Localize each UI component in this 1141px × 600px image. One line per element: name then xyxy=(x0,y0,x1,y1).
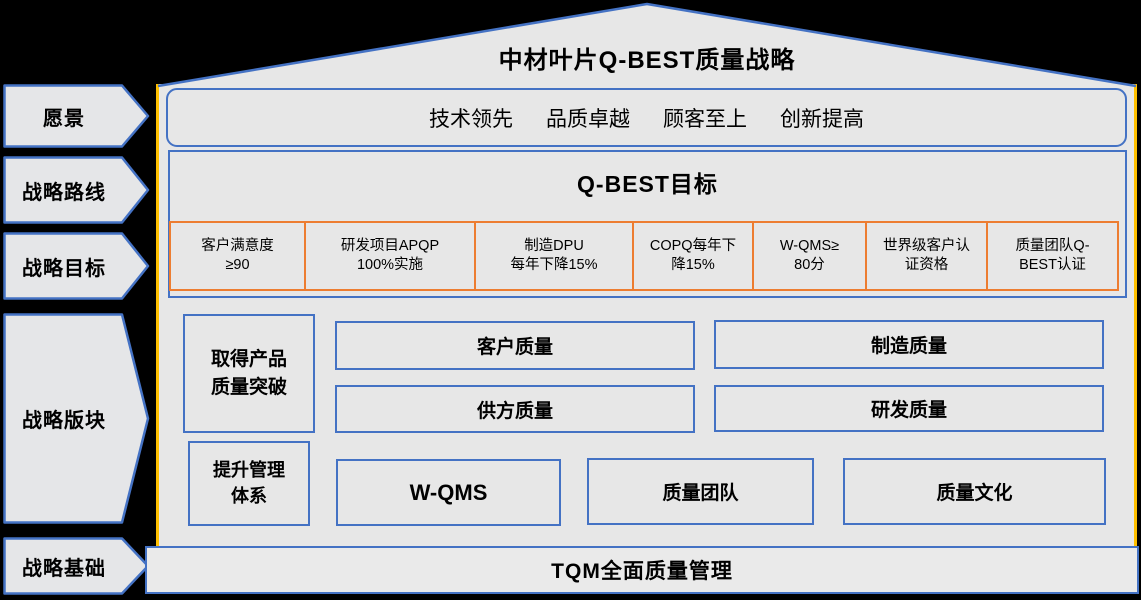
block-label: W-QMS xyxy=(409,479,488,505)
page-title: 中材叶片Q-BEST质量战略 xyxy=(498,47,796,74)
sidebar-item-label: 战略基础 xyxy=(22,557,106,580)
chevron-arrow-icon xyxy=(3,84,150,148)
goal-cell-customer-satisfaction: 客户满意度 ≥90 xyxy=(169,221,306,291)
goal-line: 质量团队Q- xyxy=(1015,238,1090,255)
tqm-foundation-bar: TQM全面质量管理 xyxy=(145,546,1139,594)
block-quality-team: 质量团队 xyxy=(587,458,814,525)
goal-cell-copq: COPQ每年下 降15% xyxy=(632,221,754,291)
goal-line: 降15% xyxy=(671,257,715,273)
block-customer-quality: 客户质量 xyxy=(335,321,695,370)
goal-cell-apqp: 研发项目APQP 100%实施 xyxy=(304,221,476,291)
goal-line: 100%实施 xyxy=(356,257,424,273)
vision-phrase: 顾客至上 xyxy=(663,107,747,131)
block-label: 供方质量 xyxy=(476,400,553,422)
goal-line: 研发项目APQP xyxy=(340,238,440,255)
block-wqms: W-QMS xyxy=(336,459,561,526)
goal-cell-team-cert: 质量团队Q- BEST认证 xyxy=(986,221,1119,291)
block-label: 质量文化 xyxy=(936,483,1013,504)
block-label: 客户质量 xyxy=(476,337,553,358)
vision-phrase: 创新提高 xyxy=(780,107,864,131)
goal-cell-world-class-cert: 世界级客户认 证资格 xyxy=(865,221,988,291)
block-label-line: 质量突破 xyxy=(210,376,287,398)
sidebar-item-strategic-foundation: 战略基础 xyxy=(3,537,150,595)
goal-cell-wqms-score: W-QMS≥ 80分 xyxy=(752,221,867,291)
goal-line: COPQ每年下 xyxy=(649,238,737,255)
goal-cell-dpu: 制造DPU 每年下降15% xyxy=(474,221,634,291)
goal-line: 每年下降15% xyxy=(510,257,598,273)
block-label: 制造质量 xyxy=(870,336,947,357)
chevron-arrow-icon xyxy=(3,232,150,300)
block-supplier-quality: 供方质量 xyxy=(335,385,695,433)
chevron-arrow-icon xyxy=(3,313,150,524)
sidebar-item-label: 战略版块 xyxy=(22,410,106,432)
chevron-arrow-icon xyxy=(3,156,150,224)
block-manufacturing-quality: 制造质量 xyxy=(714,320,1104,369)
qbest-goals-title: Q-BEST目标 xyxy=(577,171,718,197)
sidebar-item-label: 战略目标 xyxy=(22,257,106,280)
qbest-goals-row: 客户满意度 ≥90 研发项目APQP 100%实施 制造DPU 每年下降15% … xyxy=(169,221,1119,291)
sidebar-item-vision: 愿景 xyxy=(3,84,150,148)
block-rnd-quality: 研发质量 xyxy=(714,385,1104,432)
tqm-label: TQM全面质量管理 xyxy=(551,560,733,583)
goal-line: 证资格 xyxy=(904,257,949,273)
goal-line: ≥90 xyxy=(225,257,250,273)
sidebar-item-strategic-blocks: 战略版块 xyxy=(3,313,150,524)
block-label-line: 提升管理 xyxy=(213,460,285,481)
block-management-system: 提升管理 体系 xyxy=(188,441,310,526)
block-label: 质量团队 xyxy=(662,483,739,504)
roof-shape xyxy=(157,2,1137,88)
block-product-quality-breakthrough: 取得产品 质量突破 xyxy=(183,314,315,433)
goal-line: 制造DPU xyxy=(524,238,584,255)
block-label: 研发质量 xyxy=(870,400,947,421)
goal-line: 世界级客户认 xyxy=(883,238,970,255)
chevron-arrow-icon xyxy=(3,537,150,595)
block-label-line: 体系 xyxy=(231,485,267,506)
vision-bar: 技术领先 品质卓越 顾客至上 创新提高 xyxy=(166,88,1127,147)
block-quality-culture: 质量文化 xyxy=(843,458,1106,525)
sidebar-item-label: 战略路线 xyxy=(22,181,106,204)
vision-phrase: 技术领先 xyxy=(429,107,513,131)
goal-line: W-QMS≥ xyxy=(779,238,840,255)
sidebar-item-strategic-route: 战略路线 xyxy=(3,156,150,224)
sidebar-item-strategic-goals: 战略目标 xyxy=(3,232,150,300)
goal-line: 80分 xyxy=(794,257,825,273)
sidebar-item-label: 愿景 xyxy=(43,107,85,130)
goal-line: BEST认证 xyxy=(1019,257,1086,273)
goal-line: 客户满意度 xyxy=(201,238,274,255)
block-label-line: 取得产品 xyxy=(210,348,287,370)
vision-phrase: 品质卓越 xyxy=(546,107,630,131)
qbest-goals-section: Q-BEST目标 客户满意度 ≥90 研发项目APQP 100%实施 制造DPU… xyxy=(168,150,1127,298)
